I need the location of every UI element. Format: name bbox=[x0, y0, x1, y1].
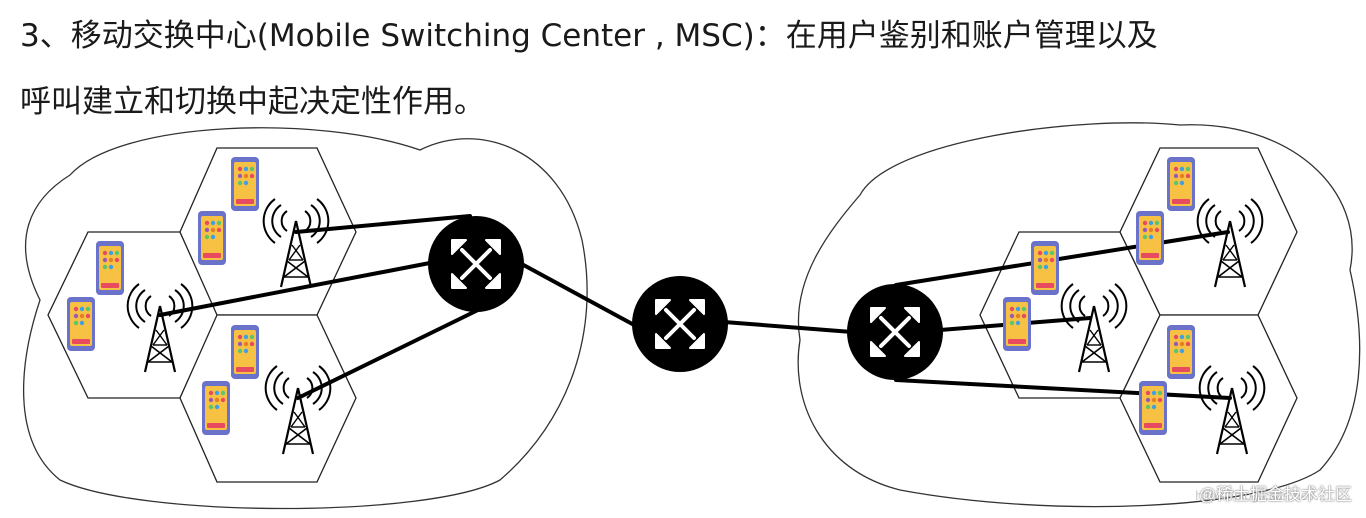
msc-switch-left-icon bbox=[426, 214, 526, 314]
right-region-boundary bbox=[797, 122, 1361, 508]
smartphone-icon bbox=[1139, 381, 1167, 435]
left-coverage-area bbox=[22, 127, 588, 510]
caption-line-2: 呼叫建立和切换中起决定性作用。 bbox=[20, 84, 485, 120]
msc-switch-right-icon bbox=[845, 282, 945, 382]
link-right-tower-top bbox=[894, 230, 1230, 287]
msc-switch-center-icon bbox=[630, 274, 730, 374]
smartphone-icon bbox=[1167, 325, 1195, 379]
smartphone-icon bbox=[1136, 211, 1164, 265]
smartphone-icon bbox=[1003, 297, 1031, 351]
link-msc-center-to-right bbox=[722, 320, 854, 334]
smartphone-icon bbox=[1167, 157, 1195, 211]
smartphone-icon bbox=[202, 381, 230, 435]
left-region-boundary bbox=[22, 127, 588, 510]
watermark-brand: @稀土掘金技术社区 bbox=[1198, 485, 1352, 504]
link-left-tower-bottom bbox=[296, 308, 480, 400]
smartphone-icon bbox=[231, 157, 259, 211]
caption-line-1: 3、移动交换中心(Mobile Switching Center , MSC)：… bbox=[20, 18, 1158, 54]
smartphone-icon bbox=[198, 211, 226, 265]
smartphone-icon bbox=[67, 297, 95, 351]
link-msc-left-to-center bbox=[516, 260, 638, 328]
smartphone-icon bbox=[1031, 241, 1059, 295]
link-left-tower-mid bbox=[158, 260, 437, 317]
link-left-tower-top bbox=[294, 214, 472, 234]
smartphone-icon bbox=[96, 241, 124, 295]
watermark-url: https://blog.csdn.net/... bbox=[1195, 488, 1326, 503]
link-right-tower-bottom bbox=[894, 378, 1232, 400]
smartphone-icon bbox=[231, 325, 259, 379]
